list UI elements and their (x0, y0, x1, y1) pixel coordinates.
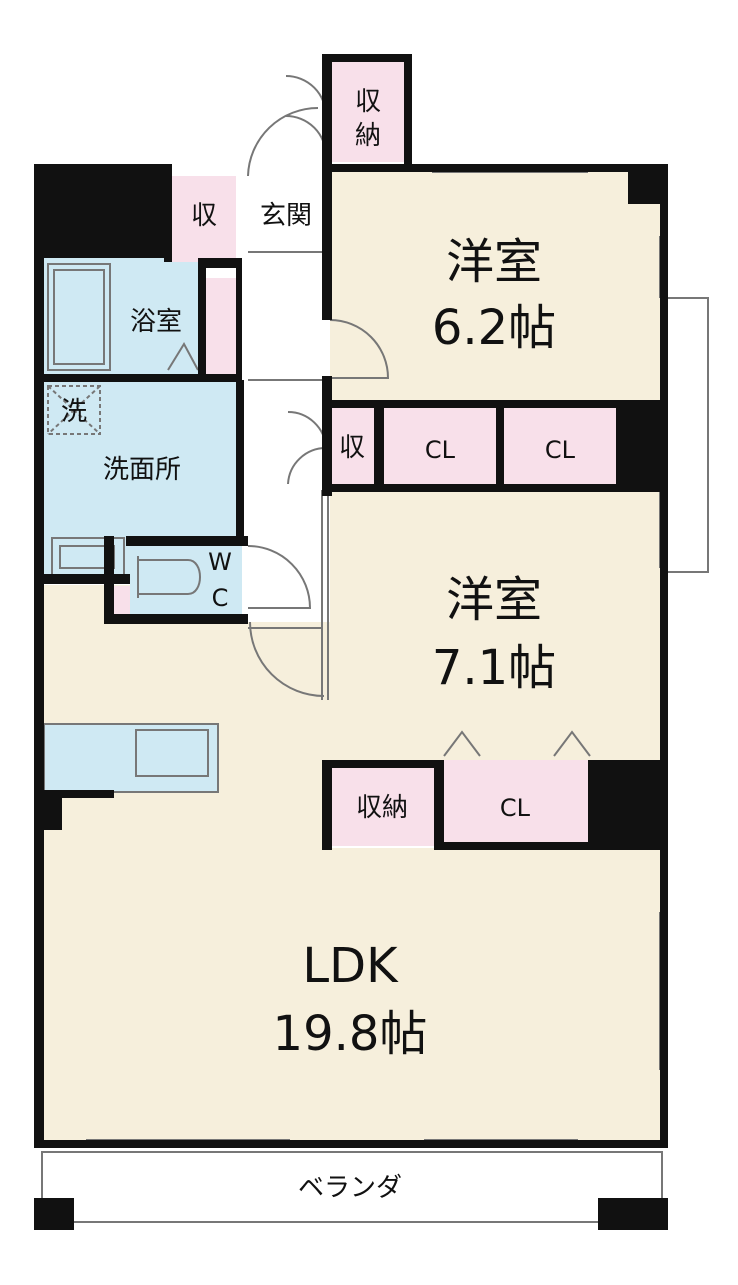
western-room-2-floor (330, 490, 660, 760)
washroom-right-wall (236, 380, 244, 540)
bath-drain-triangle (167, 341, 199, 371)
toilet-door-swing (247, 545, 312, 609)
room2-closet-bottom-wall (434, 842, 668, 850)
room1-closet-divider-1 (374, 400, 384, 492)
room2-storage-left-wall (322, 760, 332, 850)
ldk-floor-upper (42, 585, 332, 855)
top-storage-label-1: 収 (355, 87, 381, 117)
floors (41, 172, 663, 1223)
room2-storage-divider (434, 760, 444, 850)
room1-closet-divider-2 (496, 400, 504, 492)
western-room-2-size: 7.1帖 (432, 640, 556, 696)
room2-corner-pillar (588, 760, 668, 850)
bath-label: 浴室 (130, 307, 182, 337)
entrance-label: 玄関 (260, 201, 312, 231)
ldk-size: 19.8帖 (273, 1006, 428, 1062)
room1-closet-a-label: CL (425, 436, 456, 464)
toilet-bowl (137, 556, 201, 598)
washing-machine-label: 洗 (61, 397, 87, 427)
outer-wall-bottom (34, 1140, 668, 1148)
toilet-top-wall (126, 536, 248, 546)
room1-closet-divider-3 (616, 400, 668, 492)
top-storage-box (330, 62, 408, 162)
room1-closet-bottom-wall (322, 484, 668, 492)
room2-storage-label: 収納 (356, 793, 408, 823)
room1-door-swing (329, 319, 390, 379)
room2-closet-box (442, 760, 588, 842)
ldk-name: LDK (302, 938, 399, 994)
room1-small-storage-label: 収 (339, 433, 365, 463)
entrance-block-wall (164, 164, 172, 262)
toilet-floor (130, 542, 242, 618)
top-storage-wall-left (322, 54, 332, 172)
room1-closet-top-wall (322, 400, 668, 408)
veranda-pillar-left (34, 1198, 74, 1230)
outer-wall-left (34, 164, 44, 1148)
room1-left-wall (322, 164, 332, 320)
hall-floor (242, 172, 330, 622)
outer-wall-right (660, 164, 668, 1148)
top-storage-wall-right (404, 54, 412, 172)
bath-bottom-wall (34, 374, 242, 382)
bath-right-wall (236, 258, 242, 382)
kitchen-wall-stub (34, 790, 114, 798)
room1-small-storage-box (330, 408, 374, 484)
western-room-1-size: 6.2帖 (432, 300, 556, 356)
room2-closet-label: CL (500, 794, 531, 822)
western-room-2-name: 洋室 (446, 572, 542, 628)
kitchen-sink (135, 729, 209, 777)
room2-door-swing (249, 621, 325, 697)
toilet-label-c: C (212, 584, 229, 612)
top-storage-wall-top (322, 54, 412, 62)
toilet-label-w: W (208, 548, 232, 576)
room1-closet-a-box (384, 408, 496, 484)
outer-wall-top-left (34, 164, 164, 258)
entrance-block-wall-2 (198, 258, 242, 268)
walls (34, 54, 668, 1230)
washer-box (47, 385, 101, 435)
labels: 洋室 6.2帖 洋室 7.1帖 LDK 19.8帖 浴室 洗面所 洗 W C 玄… (61, 87, 576, 1203)
room1-closet-b-label: CL (545, 436, 576, 464)
entrance-storage-box (170, 176, 236, 262)
storage-boxes (112, 62, 616, 846)
balcony-bay (666, 297, 709, 573)
bath-tub (47, 263, 111, 371)
entrance-storage-label: 収 (191, 201, 217, 231)
room1-bottom-wall-left (322, 376, 332, 496)
veranda-pillar-right (598, 1198, 668, 1230)
hall-wall-left (198, 258, 206, 382)
veranda-floor (41, 1151, 663, 1223)
western-room-1-name: 洋室 (446, 234, 542, 290)
western-room-1-floor (330, 172, 660, 402)
room2-bottom-wall (322, 760, 442, 768)
washroom-bottom-wall (34, 574, 130, 584)
washroom-label: 洗面所 (103, 455, 181, 485)
entrance-door-swing (247, 75, 327, 177)
toilet-left-wall (104, 536, 114, 624)
toilet-bottom-wall (104, 614, 248, 624)
ldk-floor-lower (42, 848, 662, 1140)
room2-storage-box (330, 768, 434, 846)
toilet-storage-box (112, 586, 130, 614)
top-storage-label-2: 納 (355, 121, 381, 151)
room1-closet-b-box (504, 408, 616, 484)
hall-divider-lines (248, 251, 329, 700)
veranda-label: ベランダ (298, 1173, 402, 1203)
bath-floor (42, 258, 198, 376)
closet-door-triangles (443, 730, 591, 757)
outer-wall-top-right (322, 164, 668, 172)
